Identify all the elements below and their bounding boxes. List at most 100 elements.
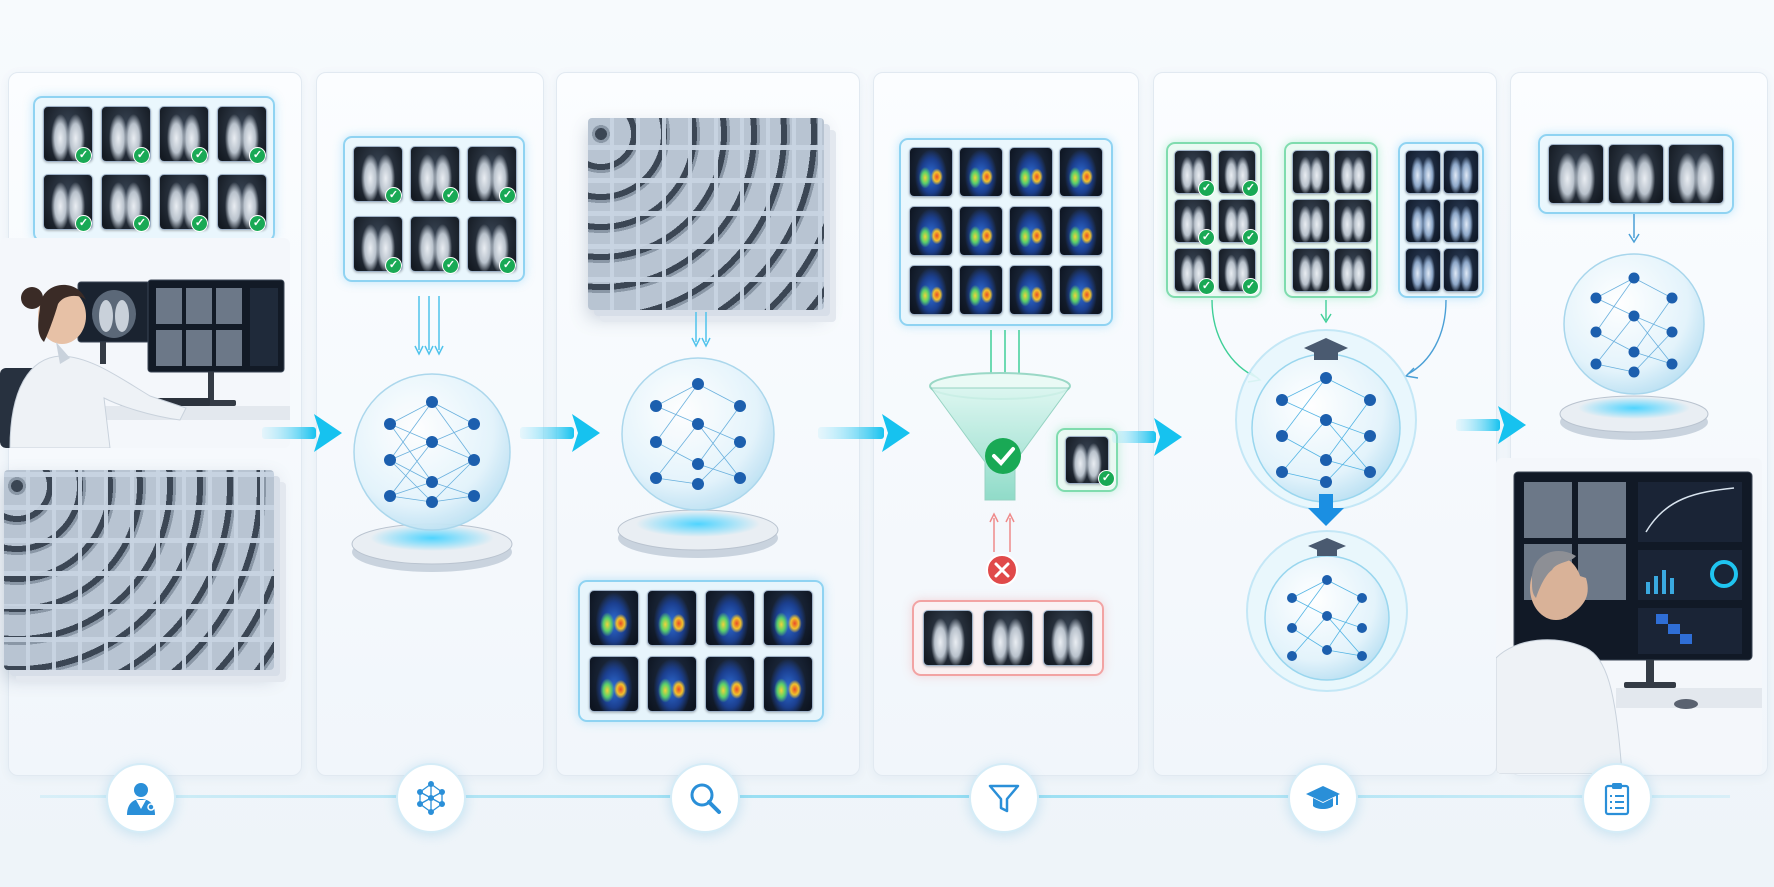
augmented-data-group [1398, 142, 1484, 298]
graduation-cap-icon [1306, 786, 1340, 809]
check-icon: ✓ [249, 147, 266, 164]
doctor-icon [127, 783, 155, 815]
magnifier-icon [690, 783, 721, 814]
check-icon: ✓ [1198, 278, 1215, 295]
check-icon: ✓ [133, 215, 150, 232]
neural-network-model [617, 357, 779, 558]
xray-thumbnail [1334, 150, 1372, 194]
heatmap-xray-group [578, 580, 824, 722]
heatmap-xray-thumbnail [909, 265, 953, 315]
xray-thumbnail [1443, 248, 1479, 292]
training-xray-group: ✓ ✓ ✓ ✓ ✓ ✓ [343, 136, 525, 282]
funnel-icon [988, 784, 1020, 813]
check-icon: ✓ [75, 215, 92, 232]
check-icon: ✓ [385, 257, 402, 274]
heatmap-xray-thumbnail [763, 590, 813, 646]
xray-thumbnail [1292, 248, 1330, 292]
rejected-xray-group [912, 600, 1104, 676]
deployed-model [1559, 253, 1709, 440]
check-icon: ✓ [499, 257, 516, 274]
new-xray-group [1538, 134, 1734, 214]
heatmap-xray-thumbnail [589, 656, 639, 712]
accepted-xray-group: ✓ [1056, 428, 1118, 492]
heatmap-xray-thumbnail [589, 590, 639, 646]
clinician-review-illustration [1496, 458, 1762, 774]
unlabeled-xray-stack [588, 118, 824, 310]
xray-thumbnail [1405, 150, 1441, 194]
labeled-data-group: ✓ ✓ ✓ ✓ ✓ ✓ [1166, 142, 1262, 298]
check-icon: ✓ [191, 147, 208, 164]
flow-arrow-icon [520, 414, 600, 452]
xray-thumbnail [1292, 150, 1330, 194]
reject-arrow-icon [986, 512, 1018, 586]
heatmap-xray-thumbnail [1009, 265, 1053, 315]
check-icon: ✓ [133, 147, 150, 164]
xray-thumbnail [983, 610, 1033, 666]
check-icon: ✓ [1198, 229, 1215, 246]
check-icon: ✓ [1242, 180, 1259, 197]
clipboard-icon [1604, 783, 1630, 816]
xray-thumbnail [923, 610, 973, 666]
check-icon: ✓ [1198, 180, 1215, 197]
check-icon: ✓ [1242, 278, 1259, 295]
stage-icon-3[interactable] [670, 763, 740, 833]
timeline-line [40, 795, 1730, 798]
stage-icon-5[interactable] [1288, 763, 1358, 833]
heatmap-xray-thumbnail [763, 656, 813, 712]
xray-thumbnail [1668, 144, 1724, 204]
check-icon: ✓ [442, 187, 459, 204]
xray-thumbnail [1334, 199, 1372, 243]
check-icon: ✓ [385, 187, 402, 204]
heatmap-candidate-group [899, 138, 1113, 326]
flow-arrow-icon [818, 414, 910, 452]
heatmap-xray-thumbnail [647, 590, 697, 646]
distill-arrow-icon [1308, 494, 1344, 526]
stage-icon-6[interactable] [1582, 763, 1652, 833]
teacher-model [1235, 329, 1417, 511]
double-down-arrow-icon [691, 312, 711, 348]
neural-network-icon [417, 781, 445, 815]
heatmap-xray-thumbnail [705, 656, 755, 712]
heatmap-xray-thumbnail [1059, 206, 1103, 256]
xray-thumbnail [1292, 199, 1330, 243]
unlabeled-xray-stack [4, 470, 274, 670]
xray-thumbnail [1043, 610, 1093, 666]
xray-thumbnail [1443, 150, 1479, 194]
check-icon: ✓ [1242, 229, 1259, 246]
stage-icon-1[interactable] [106, 763, 176, 833]
check-icon: ✓ [249, 215, 266, 232]
flow-arrow-icon [1456, 406, 1526, 444]
heatmap-xray-thumbnail [705, 590, 755, 646]
xray-thumbnail [1334, 248, 1372, 292]
heatmap-xray-thumbnail [959, 265, 1003, 315]
flow-arrow-icon [262, 414, 342, 452]
labeled-xray-group: ✓ ✓ ✓ ✓ ✓ ✓ ✓ ✓ [33, 96, 275, 242]
check-icon: ✓ [499, 187, 516, 204]
xray-thumbnail [1548, 144, 1604, 204]
pseudo-labeled-data-group [1284, 142, 1378, 298]
xray-thumbnail [1405, 248, 1441, 292]
stage-icon-2[interactable] [396, 763, 466, 833]
check-icon: ✓ [75, 147, 92, 164]
merge-arrows-icon [1211, 299, 1447, 383]
flow-arrow-icon [1112, 418, 1182, 456]
heatmap-xray-thumbnail [1009, 147, 1053, 197]
triple-down-arrow-icon [414, 296, 444, 356]
student-model [1246, 530, 1408, 692]
heatmap-xray-thumbnail [909, 147, 953, 197]
heatmap-xray-thumbnail [959, 206, 1003, 256]
heatmap-xray-thumbnail [959, 147, 1003, 197]
xray-thumbnail [1443, 199, 1479, 243]
heatmap-xray-thumbnail [909, 206, 953, 256]
heatmap-xray-thumbnail [647, 656, 697, 712]
check-icon: ✓ [191, 215, 208, 232]
heatmap-xray-thumbnail [1059, 147, 1103, 197]
stage-icon-4[interactable] [969, 763, 1039, 833]
radiologist-workstation-illustration [0, 238, 290, 448]
xray-thumbnail [1608, 144, 1664, 204]
down-arrow-icon [1628, 214, 1640, 244]
heatmap-xray-thumbnail [1059, 265, 1103, 315]
heatmap-xray-thumbnail [1009, 206, 1053, 256]
xray-thumbnail [1405, 199, 1441, 243]
